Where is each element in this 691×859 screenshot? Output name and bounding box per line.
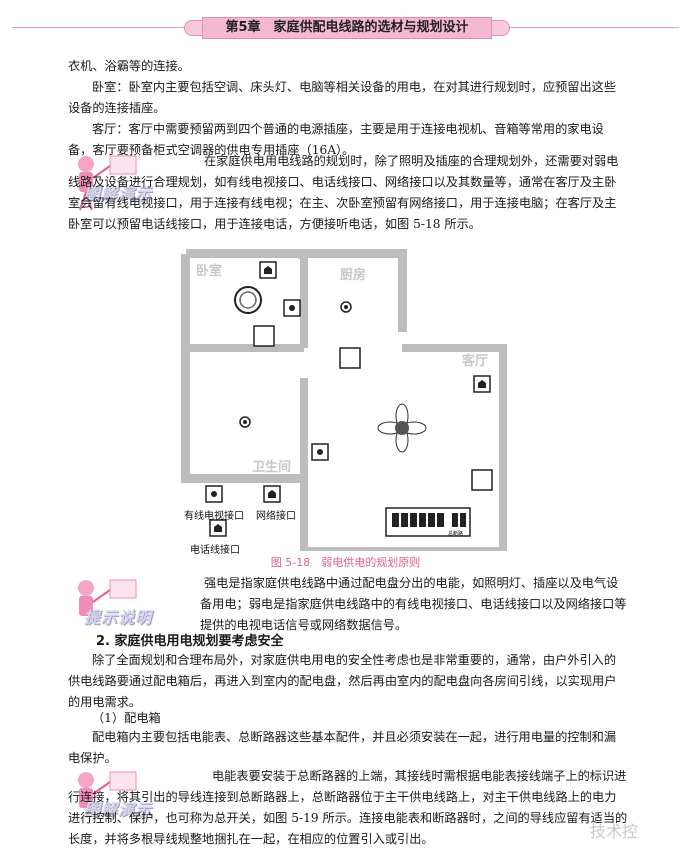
figure-caption: 图 5-18 弱电供电的规划原则	[270, 556, 421, 569]
section-heading-safety: 2. 家庭供电用电规划要考虑安全	[96, 634, 284, 649]
paragraph-weak-current: 在家庭供电用电线路的规划时，除了照明及插座的合理规划外，还需要对弱电线路及设备进…	[68, 154, 619, 231]
floor-plan-drawing	[180, 248, 525, 555]
badge-label: 图解演示	[84, 184, 153, 203]
paragraph-bedroom: 卧室：卧室内主要包括空调、床头灯、电脑等相关设备的用电，在对其进行规划时，应预留…	[68, 80, 617, 115]
watermark: 技术控	[590, 822, 639, 841]
paragraph-strong-weak-note: 强电是指家庭供电线路中通过配电盘分出的电能，如照明灯、插座以及电气设备用电；弱电…	[200, 576, 627, 632]
paragraph-continuation: 衣机、浴霸等的连接。	[68, 59, 190, 73]
ceiling-lamp-icon	[377, 403, 427, 453]
chapter-header: 第5章 家庭供配电线路的选材与规划设计	[0, 14, 691, 40]
room-label-living: 客厅	[462, 354, 489, 369]
floor-plan-figure: 卧室 厨房 客厅 卫生间 有线电视接口 网络接口 电话线接口 总断路	[180, 248, 525, 556]
legend-tv-port: 有线电视接口	[184, 511, 244, 522]
paragraph-distribution-box: 配电箱内主要包括电能表、总断路器这些基本配件，并且必须安装在一起，进行用电量的控…	[68, 730, 617, 765]
subheading-distribution-box: （1）配电箱	[92, 711, 161, 725]
paragraph-safety: 除了全面规划和合理布局外，对家庭供电用电的安全性考虑也是非常重要的，通常，由户外…	[68, 653, 617, 709]
presenter-icon	[78, 771, 137, 808]
legend-phone-port: 电话线接口	[190, 545, 240, 556]
room-label-bedroom: 卧室	[196, 264, 223, 279]
presenter-icon	[78, 155, 137, 211]
presenter-icon	[78, 579, 137, 616]
badge-label: 图解演示	[84, 800, 153, 819]
paragraph-living-room: 客厅：客厅中需要预留两到四个普通的电源插座，主要是用于连接电视机、音箱等常用的家…	[68, 122, 604, 157]
room-label-bathroom: 卫生间	[252, 460, 292, 475]
panel-tag: 总断路	[448, 531, 464, 537]
tip-badge: 提示说明	[66, 574, 176, 636]
illustration-badge-1: 图解演示	[66, 150, 176, 212]
badge-label: 提示说明	[84, 608, 153, 627]
paragraph-meter: 电能表要安装于总断路器的上端，其接线时需根据电能表接线端子上的标识进行连接，将其…	[68, 769, 628, 846]
illustration-badge-2: 图解演示	[66, 766, 176, 828]
chapter-title: 第5章 家庭供配电线路的选材与规划设计	[202, 17, 492, 39]
room-label-kitchen: 厨房	[340, 268, 367, 283]
legend-network-port: 网络接口	[256, 511, 296, 522]
